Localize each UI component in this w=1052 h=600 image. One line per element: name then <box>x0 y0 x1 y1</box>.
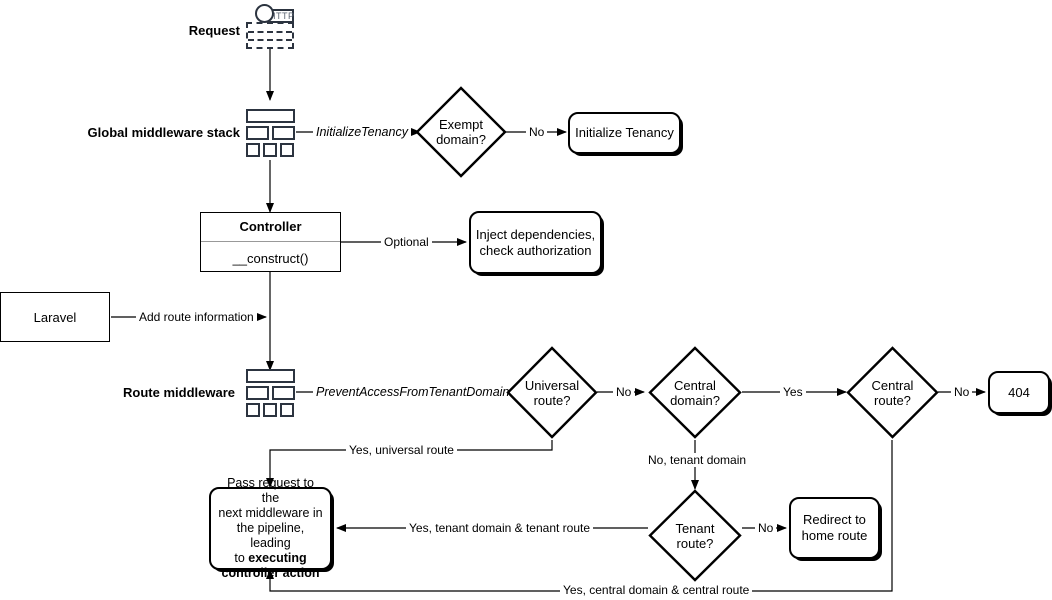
global-middleware-stack-icon <box>246 109 295 160</box>
pass-request-line-3: the pipeline, leading <box>236 521 305 550</box>
node-pass-request-text: Pass request to the next middleware in t… <box>217 476 324 581</box>
decision-central-domain[interactable]: Central domain? <box>648 346 742 439</box>
pass-request-bold-2: controller action <box>221 566 320 580</box>
stack-row-1 <box>246 369 295 383</box>
stack-row-1 <box>246 109 295 123</box>
node-controller[interactable]: Controller __construct() <box>200 212 341 272</box>
node-inject-dependencies-label: Inject dependencies, check authorization <box>475 226 596 258</box>
node-controller-method: __construct() <box>232 251 309 266</box>
decision-exempt-domain[interactable]: Exempt domain? <box>415 86 507 178</box>
node-404-label: 404 <box>1008 384 1030 400</box>
stack-cell <box>246 126 269 140</box>
decision-universal-route-label: Universal route? <box>506 346 598 439</box>
pass-request-line-4: to <box>234 551 249 565</box>
decision-central-domain-label: Central domain? <box>648 346 742 439</box>
edge-label-central-domain-yes: Yes <box>780 385 806 399</box>
edge-label-universal-no: No <box>613 385 635 399</box>
route-middleware-stack-icon <box>246 369 295 420</box>
decision-central-route-text: Central route? <box>871 377 914 408</box>
stack-row-2 <box>246 386 295 400</box>
edge-label-initialize-tenancy: InitializeTenancy <box>313 125 411 139</box>
node-controller-title: Controller <box>201 213 340 242</box>
http-request-icon: HTTP <box>246 3 294 49</box>
stack-cell <box>263 403 277 417</box>
edge-label-exempt-no: No <box>526 125 548 139</box>
decision-universal-route-text: Universal route? <box>524 377 580 408</box>
request-label: Request <box>188 23 240 38</box>
node-redirect-home-route-label: Redirect to home route <box>801 512 868 543</box>
decision-central-route-label: Central route? <box>846 346 939 439</box>
node-pass-request[interactable]: Pass request to the next middleware in t… <box>209 476 332 580</box>
node-initialize-tenancy[interactable]: Initialize Tenancy <box>568 112 681 154</box>
node-laravel-label: Laravel <box>33 309 77 325</box>
node-redirect-home-route[interactable]: Redirect to home route <box>789 497 880 559</box>
node-laravel[interactable]: Laravel <box>0 292 110 342</box>
edge-label-yes-tenant-domain-tenant-route: Yes, tenant domain & tenant route <box>406 521 594 535</box>
decision-tenant-route-text: Tenant route? <box>675 520 715 551</box>
stack-row-3 <box>246 143 295 157</box>
decision-exempt-domain-label: Exempt domain? <box>415 86 507 178</box>
pass-request-bold-1: executing <box>248 551 307 565</box>
stack-row-3 <box>246 403 295 417</box>
http-icon-circle <box>255 4 274 23</box>
decision-tenant-route[interactable]: Tenant route? <box>648 489 742 582</box>
stack-row-2 <box>246 126 295 140</box>
stack-cell <box>246 143 260 157</box>
stack-cell <box>272 126 295 140</box>
edge-label-yes-universal-route: Yes, universal route <box>346 443 457 457</box>
edge-label-prevent-access: PreventAccessFromTenantDomains <box>313 385 519 399</box>
http-icon-dash-line-1 <box>248 31 292 33</box>
pass-request-line-1: Pass request to the <box>227 476 314 505</box>
route-middleware-label: Route middleware <box>123 385 235 400</box>
node-initialize-tenancy-label: Initialize Tenancy <box>575 125 674 140</box>
decision-exempt-domain-text: Exempt domain? <box>436 117 486 147</box>
pass-request-line-2: next middleware in <box>218 506 323 520</box>
edge-label-no-tenant-domain: No, tenant domain <box>645 453 750 467</box>
node-404[interactable]: 404 <box>988 371 1050 414</box>
decision-central-domain-text: Central domain? <box>670 377 720 408</box>
stack-cell <box>272 386 295 400</box>
edge-label-yes-central-domain-central-route: Yes, central domain & central route <box>560 583 753 597</box>
http-icon-dashed-box <box>246 22 294 49</box>
stack-cell <box>246 403 260 417</box>
stack-cell <box>246 369 295 383</box>
decision-central-route[interactable]: Central route? <box>846 346 939 439</box>
edge-label-add-route-information: Add route information <box>136 310 257 324</box>
global-middleware-stack-label: Global middleware stack <box>87 125 240 140</box>
edge-label-tenant-route-no: No <box>755 521 777 535</box>
stack-cell <box>246 109 295 123</box>
http-icon-dash-line-2 <box>248 39 292 41</box>
edge-label-optional: Optional <box>381 235 432 249</box>
stack-cell <box>263 143 277 157</box>
stack-cell <box>246 386 269 400</box>
decision-tenant-route-label: Tenant route? <box>648 489 742 582</box>
stack-cell <box>280 143 294 157</box>
node-inject-dependencies[interactable]: Inject dependencies, check authorization <box>469 211 602 274</box>
decision-universal-route[interactable]: Universal route? <box>506 346 598 439</box>
edge-label-central-route-no: No <box>951 385 973 399</box>
stack-cell <box>280 403 294 417</box>
